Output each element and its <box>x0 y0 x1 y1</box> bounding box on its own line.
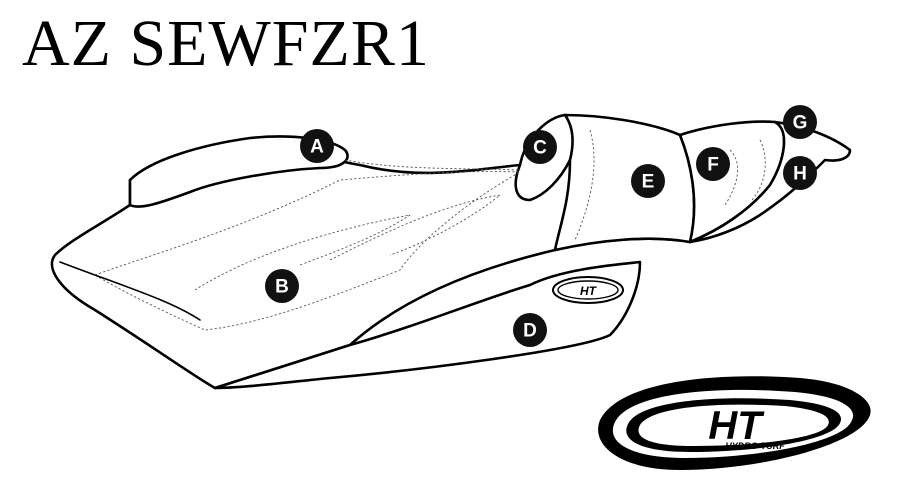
marker-d: D <box>513 313 547 347</box>
svg-text:H: H <box>793 164 807 185</box>
marker-f: F <box>696 147 730 181</box>
svg-text:F: F <box>707 155 719 176</box>
seat-panel-e <box>553 113 696 252</box>
hydro-turf-logo: HT HYDRO-TURF <box>598 376 871 470</box>
seat-panel-a <box>128 135 349 208</box>
ht-side-badge: HT <box>552 276 624 304</box>
svg-text:C: C <box>533 138 547 159</box>
marker-e: E <box>631 164 665 198</box>
seat-panel-gh <box>688 120 852 244</box>
ht-side-badge-text: HT <box>580 284 598 298</box>
hydro-turf-logo-wordmark: HYDRO-TURF <box>725 441 785 451</box>
marker-c: C <box>523 130 557 164</box>
svg-text:G: G <box>793 113 808 134</box>
marker-a: A <box>300 129 334 163</box>
hydro-turf-logo-mark: HT <box>708 404 765 448</box>
seat-panel-d <box>213 260 642 390</box>
svg-text:B: B <box>275 277 289 298</box>
marker-b: B <box>265 269 299 303</box>
svg-text:D: D <box>523 321 537 342</box>
svg-text:A: A <box>310 137 324 158</box>
diagram-title: AZ SEWFZR1 <box>22 7 430 80</box>
marker-g: G <box>783 105 817 139</box>
marker-h: H <box>783 156 817 190</box>
svg-text:E: E <box>642 172 655 193</box>
